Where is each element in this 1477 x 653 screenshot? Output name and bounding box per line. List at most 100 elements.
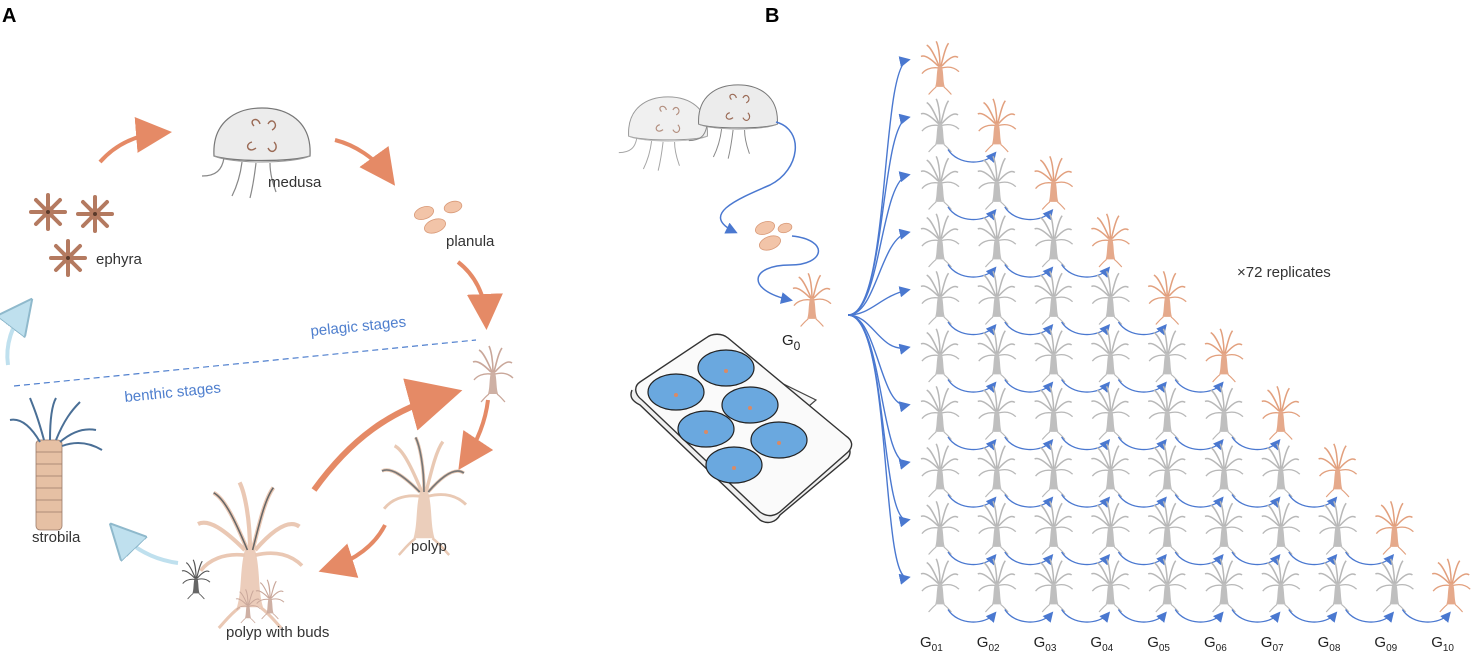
- polyp-icon: [977, 500, 1017, 556]
- bud-transfer-arrow: [1004, 494, 1054, 508]
- bud-transfer-arrow: [1117, 379, 1167, 393]
- generation-label: G04: [1090, 634, 1113, 653]
- polyp-new-icon: [1033, 155, 1074, 211]
- bud-transfer-arrow: [947, 149, 997, 163]
- bud-transfer-arrow: [947, 494, 997, 508]
- distribution-arrow: [847, 113, 911, 316]
- polyp-icon: [1090, 270, 1131, 326]
- polyp-new-icon: [1261, 385, 1301, 441]
- polyp-icon: [977, 155, 1017, 211]
- bud-transfer-arrow: [1004, 436, 1054, 451]
- polyp-with-buds-label: polyp with buds: [226, 624, 329, 641]
- bud-transfer-arrow: [1061, 264, 1111, 278]
- polyp-new-icon: [1317, 443, 1358, 498]
- polyp-icon: [920, 98, 960, 153]
- generation-label: G09: [1374, 634, 1397, 653]
- planula-group-icon: [754, 221, 793, 251]
- bud-transfer-arrow: [1288, 609, 1338, 623]
- bud-transfer-arrow: [1117, 609, 1167, 623]
- planula-label: planula: [446, 233, 495, 250]
- distribution-arrow: [847, 171, 911, 316]
- planula-to-g0-flow: [757, 235, 820, 304]
- polyp-label: polyp: [411, 538, 447, 555]
- polyp-icon: [920, 155, 960, 211]
- strobila-icon: [9, 397, 103, 531]
- polyp-icon: [1317, 558, 1358, 613]
- strobila-to-ephyra-arrow: [7, 308, 25, 366]
- polyp-icon: [920, 328, 960, 383]
- parent-medusa-icon: [688, 84, 779, 160]
- polyp-icon: [1147, 558, 1187, 613]
- polyp-icon: [1090, 328, 1131, 383]
- bud-transfer-arrow: [947, 379, 997, 393]
- polyp-icon: [1261, 500, 1301, 556]
- bud-transfer-arrow: [1117, 436, 1167, 451]
- bud-transfer-arrow: [1004, 264, 1054, 278]
- bud-transfer-arrow: [1288, 494, 1338, 508]
- distribution-arrow: [847, 314, 911, 585]
- bud-transfer-arrow: [1174, 494, 1224, 508]
- bud-transfer-arrow: [1061, 551, 1111, 566]
- planula-icon: [413, 200, 463, 234]
- buds-to-strobila-arrow: [118, 532, 179, 565]
- bud-transfer-arrow: [1061, 494, 1111, 508]
- bud-transfer-arrow: [1401, 609, 1451, 623]
- bud-transfer-arrow: [1117, 321, 1167, 336]
- distribution-arrow: [847, 286, 911, 316]
- bud-transfer-arrow: [1061, 609, 1111, 623]
- medusa-label: medusa: [268, 174, 322, 191]
- polyp-icon: [1204, 558, 1244, 613]
- polyp-icon: [1261, 443, 1301, 498]
- bud-transfer-arrow: [1061, 321, 1111, 336]
- young-polyp-icon: [472, 345, 514, 403]
- polyp-new-icon: [1090, 213, 1131, 268]
- replicates-label: ×72 replicates: [1237, 264, 1331, 281]
- bud-transfer-arrow: [947, 206, 997, 221]
- polyp-icon: [920, 500, 960, 556]
- bud-transfer-arrow: [1117, 494, 1167, 508]
- bud-transfer-arrow: [1174, 379, 1224, 393]
- bud-transfer-arrow: [1174, 436, 1224, 451]
- generation-label: G08: [1318, 634, 1341, 653]
- polyp-icon: [1033, 213, 1074, 268]
- bud-transfer-arrow: [1004, 609, 1054, 623]
- polyp-new-icon: [1204, 328, 1244, 383]
- polyp-icon: [380, 435, 468, 557]
- polyp-icon: [1317, 500, 1358, 556]
- bud-transfer-arrow: [1345, 609, 1395, 623]
- polyp-icon: [920, 558, 960, 613]
- polyp-icon: [1147, 328, 1187, 383]
- polyp-icon: [1147, 500, 1187, 556]
- benthic-stages-label: benthic stages: [124, 379, 222, 406]
- bud-transfer-arrow: [1345, 551, 1395, 566]
- bud-transfer-arrow: [1117, 551, 1167, 566]
- bud-transfer-arrow: [1231, 494, 1281, 508]
- polyp-icon: [977, 328, 1017, 383]
- polyp-icon: [920, 385, 960, 441]
- polyp-icon: [1033, 328, 1074, 383]
- bud-transfer-arrow: [947, 264, 997, 278]
- g0-polyp-icon: [792, 272, 832, 328]
- polyp-icon: [1090, 500, 1131, 556]
- generation-label: G03: [1034, 634, 1057, 653]
- polyp-icon: [1033, 443, 1074, 498]
- larva-to-polyp-arrow: [458, 399, 494, 470]
- g0-label: G0: [782, 332, 801, 353]
- panel-b: B G0: [618, 5, 1471, 653]
- polyp-icon: [977, 558, 1017, 613]
- polyp-icon: [920, 270, 960, 326]
- polyp-new-icon: [977, 98, 1017, 153]
- polyp-with-buds-icon: [181, 482, 302, 628]
- ephyra-label: ephyra: [96, 251, 143, 268]
- bud-transfer-arrow: [1174, 609, 1224, 623]
- generation-label: G07: [1261, 634, 1284, 653]
- polyp-new-icon: [1374, 500, 1415, 556]
- polyp-icon: [977, 213, 1017, 268]
- polyp-new-icon: [920, 40, 960, 96]
- bud-transfer-arrow: [1288, 551, 1338, 566]
- strobila-label: strobila: [32, 529, 81, 546]
- polyp-icon: [1204, 385, 1244, 441]
- generation-label: G01: [920, 634, 943, 653]
- planula-to-larva-arrow: [456, 260, 503, 330]
